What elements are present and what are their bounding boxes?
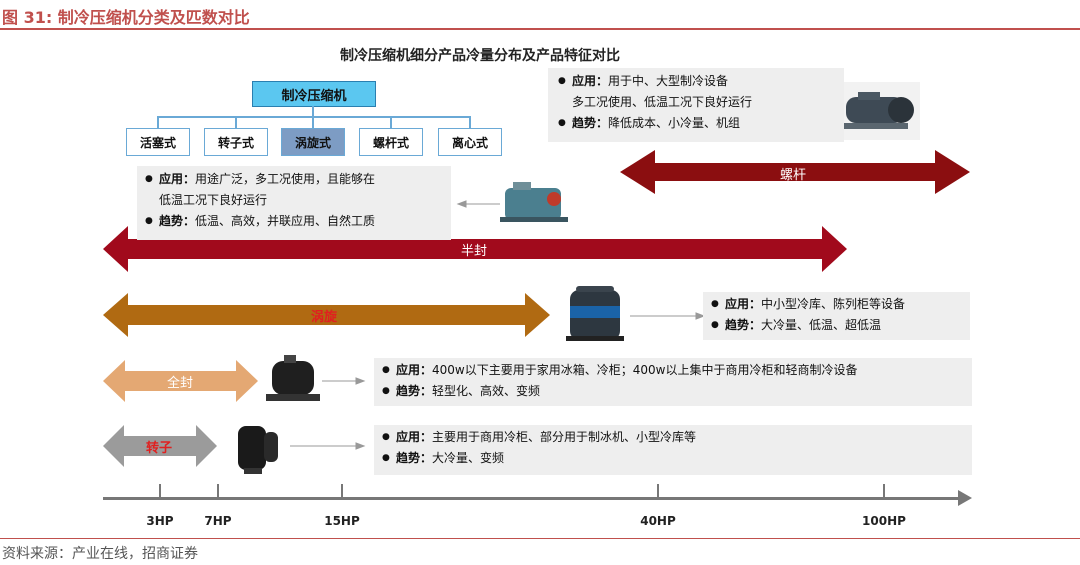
scroll-range-arrow: [103, 293, 550, 337]
axis-label-40hp: 40HP: [640, 514, 676, 528]
rotary-info-box: ●应用：主要用于商用冷柜、部分用于制冰机、小型冷库等 ●趋势：大冷量、变频: [374, 425, 972, 475]
hermetic-info-box: ●应用：400w以下主要用于家用冰箱、冷柜；400w以上集中于商用冷柜和轻商制冷…: [374, 358, 972, 406]
tree-node-piston: 活塞式: [126, 128, 190, 156]
bullet-icon: ●: [145, 174, 153, 184]
hermetic-compressor-icon: [266, 355, 320, 401]
source-note: 资料来源：产业在线，招商证券: [2, 546, 198, 562]
hermetic-range-arrow: [103, 360, 258, 402]
semi-hermetic-arrow-label: 半封: [461, 244, 488, 259]
scroll-arrow-label: 涡旋: [311, 310, 338, 325]
tree-connector-drop: [469, 116, 471, 128]
tree-connector-vertical: [312, 106, 314, 116]
screw-info-box: ●应用：用于中、大型制冷设备 多工况使用、低温工况下良好运行 ●趋势：降低成本、…: [548, 68, 844, 142]
semi-hermetic-range-arrow: [103, 226, 847, 272]
axis-tick-3hp: [159, 484, 161, 497]
diagram-title: 制冷压缩机细分产品冷量分布及产品特征对比: [340, 48, 620, 64]
figure-title: 图 31: 制冷压缩机分类及匹数对比: [2, 8, 250, 27]
power-axis-line: [103, 497, 961, 500]
bullet-icon: ●: [382, 432, 390, 442]
tree-connector-drop: [157, 116, 159, 128]
bullet-icon: ●: [382, 386, 390, 396]
tree-node-scroll: 涡旋式: [281, 128, 345, 156]
bullet-icon: ●: [711, 299, 719, 309]
pointer-arrows: [290, 200, 706, 450]
top-divider: [0, 28, 1080, 30]
bullet-icon: ●: [711, 320, 719, 330]
axis-tick-7hp: [217, 484, 219, 497]
power-axis-arrowhead: [958, 490, 972, 506]
tree-node-screw: 螺杆式: [359, 128, 423, 156]
bullet-icon: ●: [145, 216, 153, 226]
screw-range-arrow: [620, 150, 970, 194]
tree-node-rotary: 转子式: [204, 128, 268, 156]
rotary-range-arrow: [103, 425, 217, 467]
tree-connector-drop: [312, 116, 314, 128]
tree-connector-horizontal: [157, 116, 471, 118]
bullet-icon: ●: [558, 76, 566, 86]
axis-label-15hp: 15HP: [324, 514, 360, 528]
bullet-icon: ●: [382, 365, 390, 375]
axis-label-100hp: 100HP: [862, 514, 906, 528]
axis-tick-100hp: [883, 484, 885, 497]
hermetic-arrow-label: 全封: [167, 376, 194, 391]
bullet-icon: ●: [558, 118, 566, 128]
scroll-compressor-icon: [566, 286, 624, 341]
tree-connector-drop: [390, 116, 392, 128]
scroll-info-box: ●应用：中小型冷库、陈列柜等设备 ●趋势：大冷量、低温、超低温: [703, 292, 970, 340]
axis-tick-40hp: [657, 484, 659, 497]
bottom-divider: [0, 538, 1080, 539]
semi-hermetic-info-box: ●应用：用途广泛，多工况使用，且能够在 低温工况下良好运行 ●趋势：低温、高效，…: [137, 166, 451, 240]
axis-label-3hp: 3HP: [146, 514, 174, 528]
screw-arrow-label: 螺杆: [780, 168, 807, 183]
tree-root-compressor: 制冷压缩机: [252, 81, 376, 107]
axis-tick-15hp: [341, 484, 343, 497]
tree-node-centrifugal: 离心式: [438, 128, 502, 156]
rotary-compressor-icon: [238, 426, 278, 474]
rotary-arrow-label: 转子: [146, 441, 173, 456]
semi-hermetic-compressor-icon: [500, 182, 568, 222]
screw-compressor-icon: [832, 82, 920, 140]
tree-connector-drop: [235, 116, 237, 128]
axis-label-7hp: 7HP: [204, 514, 232, 528]
bullet-icon: ●: [382, 453, 390, 463]
